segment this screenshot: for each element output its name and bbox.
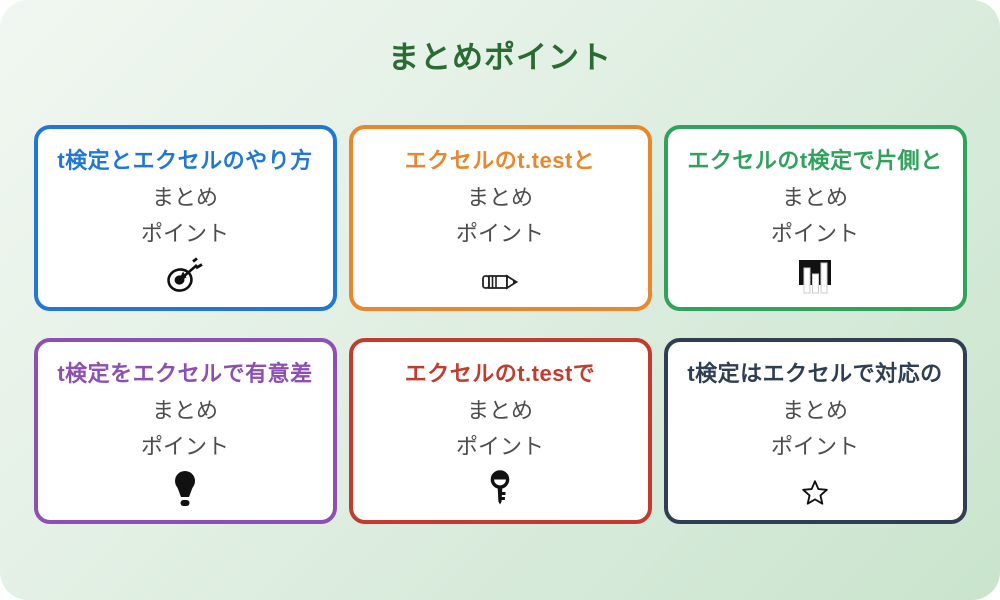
- page-title: まとめポイント: [388, 40, 612, 75]
- card-title: t検定をエクセルで有意差: [57, 361, 313, 386]
- card-t-test-excel-paired: t検定はエクセルで対応の まとめ ポイント: [663, 338, 967, 524]
- card-title: t検定とエクセルのやり方: [57, 148, 313, 173]
- card-grid: t検定とエクセルのやり方 まとめ ポイント エクセルのt.testと まとめ ポ…: [0, 125, 1000, 524]
- card-excel-ttest-de: エクセルのt.testで まとめ ポイント: [348, 338, 652, 524]
- card-title: エクセルのt.testと: [404, 148, 596, 173]
- card-subtitle: まとめ ポイント: [140, 398, 229, 459]
- star-icon: [800, 470, 830, 508]
- card-subtitle: まとめ ポイント: [455, 398, 544, 459]
- card-subtitle: まとめ ポイント: [770, 398, 859, 459]
- target-icon: [165, 257, 205, 295]
- pencil-icon: [480, 257, 520, 295]
- bar-chart-icon: [796, 257, 834, 295]
- card-title: エクセルのt検定で片側と: [687, 148, 943, 173]
- lightbulb-icon: [170, 470, 200, 508]
- card-t-test-excel-howto: t検定とエクセルのやり方 まとめ ポイント: [33, 125, 337, 311]
- key-icon: [486, 470, 514, 508]
- card-t-test-excel-significance: t検定をエクセルで有意差 まとめ ポイント: [33, 338, 337, 524]
- card-title: t検定はエクセルで対応の: [687, 361, 943, 386]
- card-excel-ttest-and: エクセルのt.testと まとめ ポイント: [348, 125, 652, 311]
- card-subtitle: まとめ ポイント: [455, 185, 544, 246]
- card-excel-t-test-one-sided: エクセルのt検定で片側と まとめ ポイント: [663, 125, 967, 311]
- card-subtitle: まとめ ポイント: [140, 185, 229, 246]
- card-subtitle: まとめ ポイント: [770, 185, 859, 246]
- card-title: エクセルのt.testで: [404, 361, 596, 386]
